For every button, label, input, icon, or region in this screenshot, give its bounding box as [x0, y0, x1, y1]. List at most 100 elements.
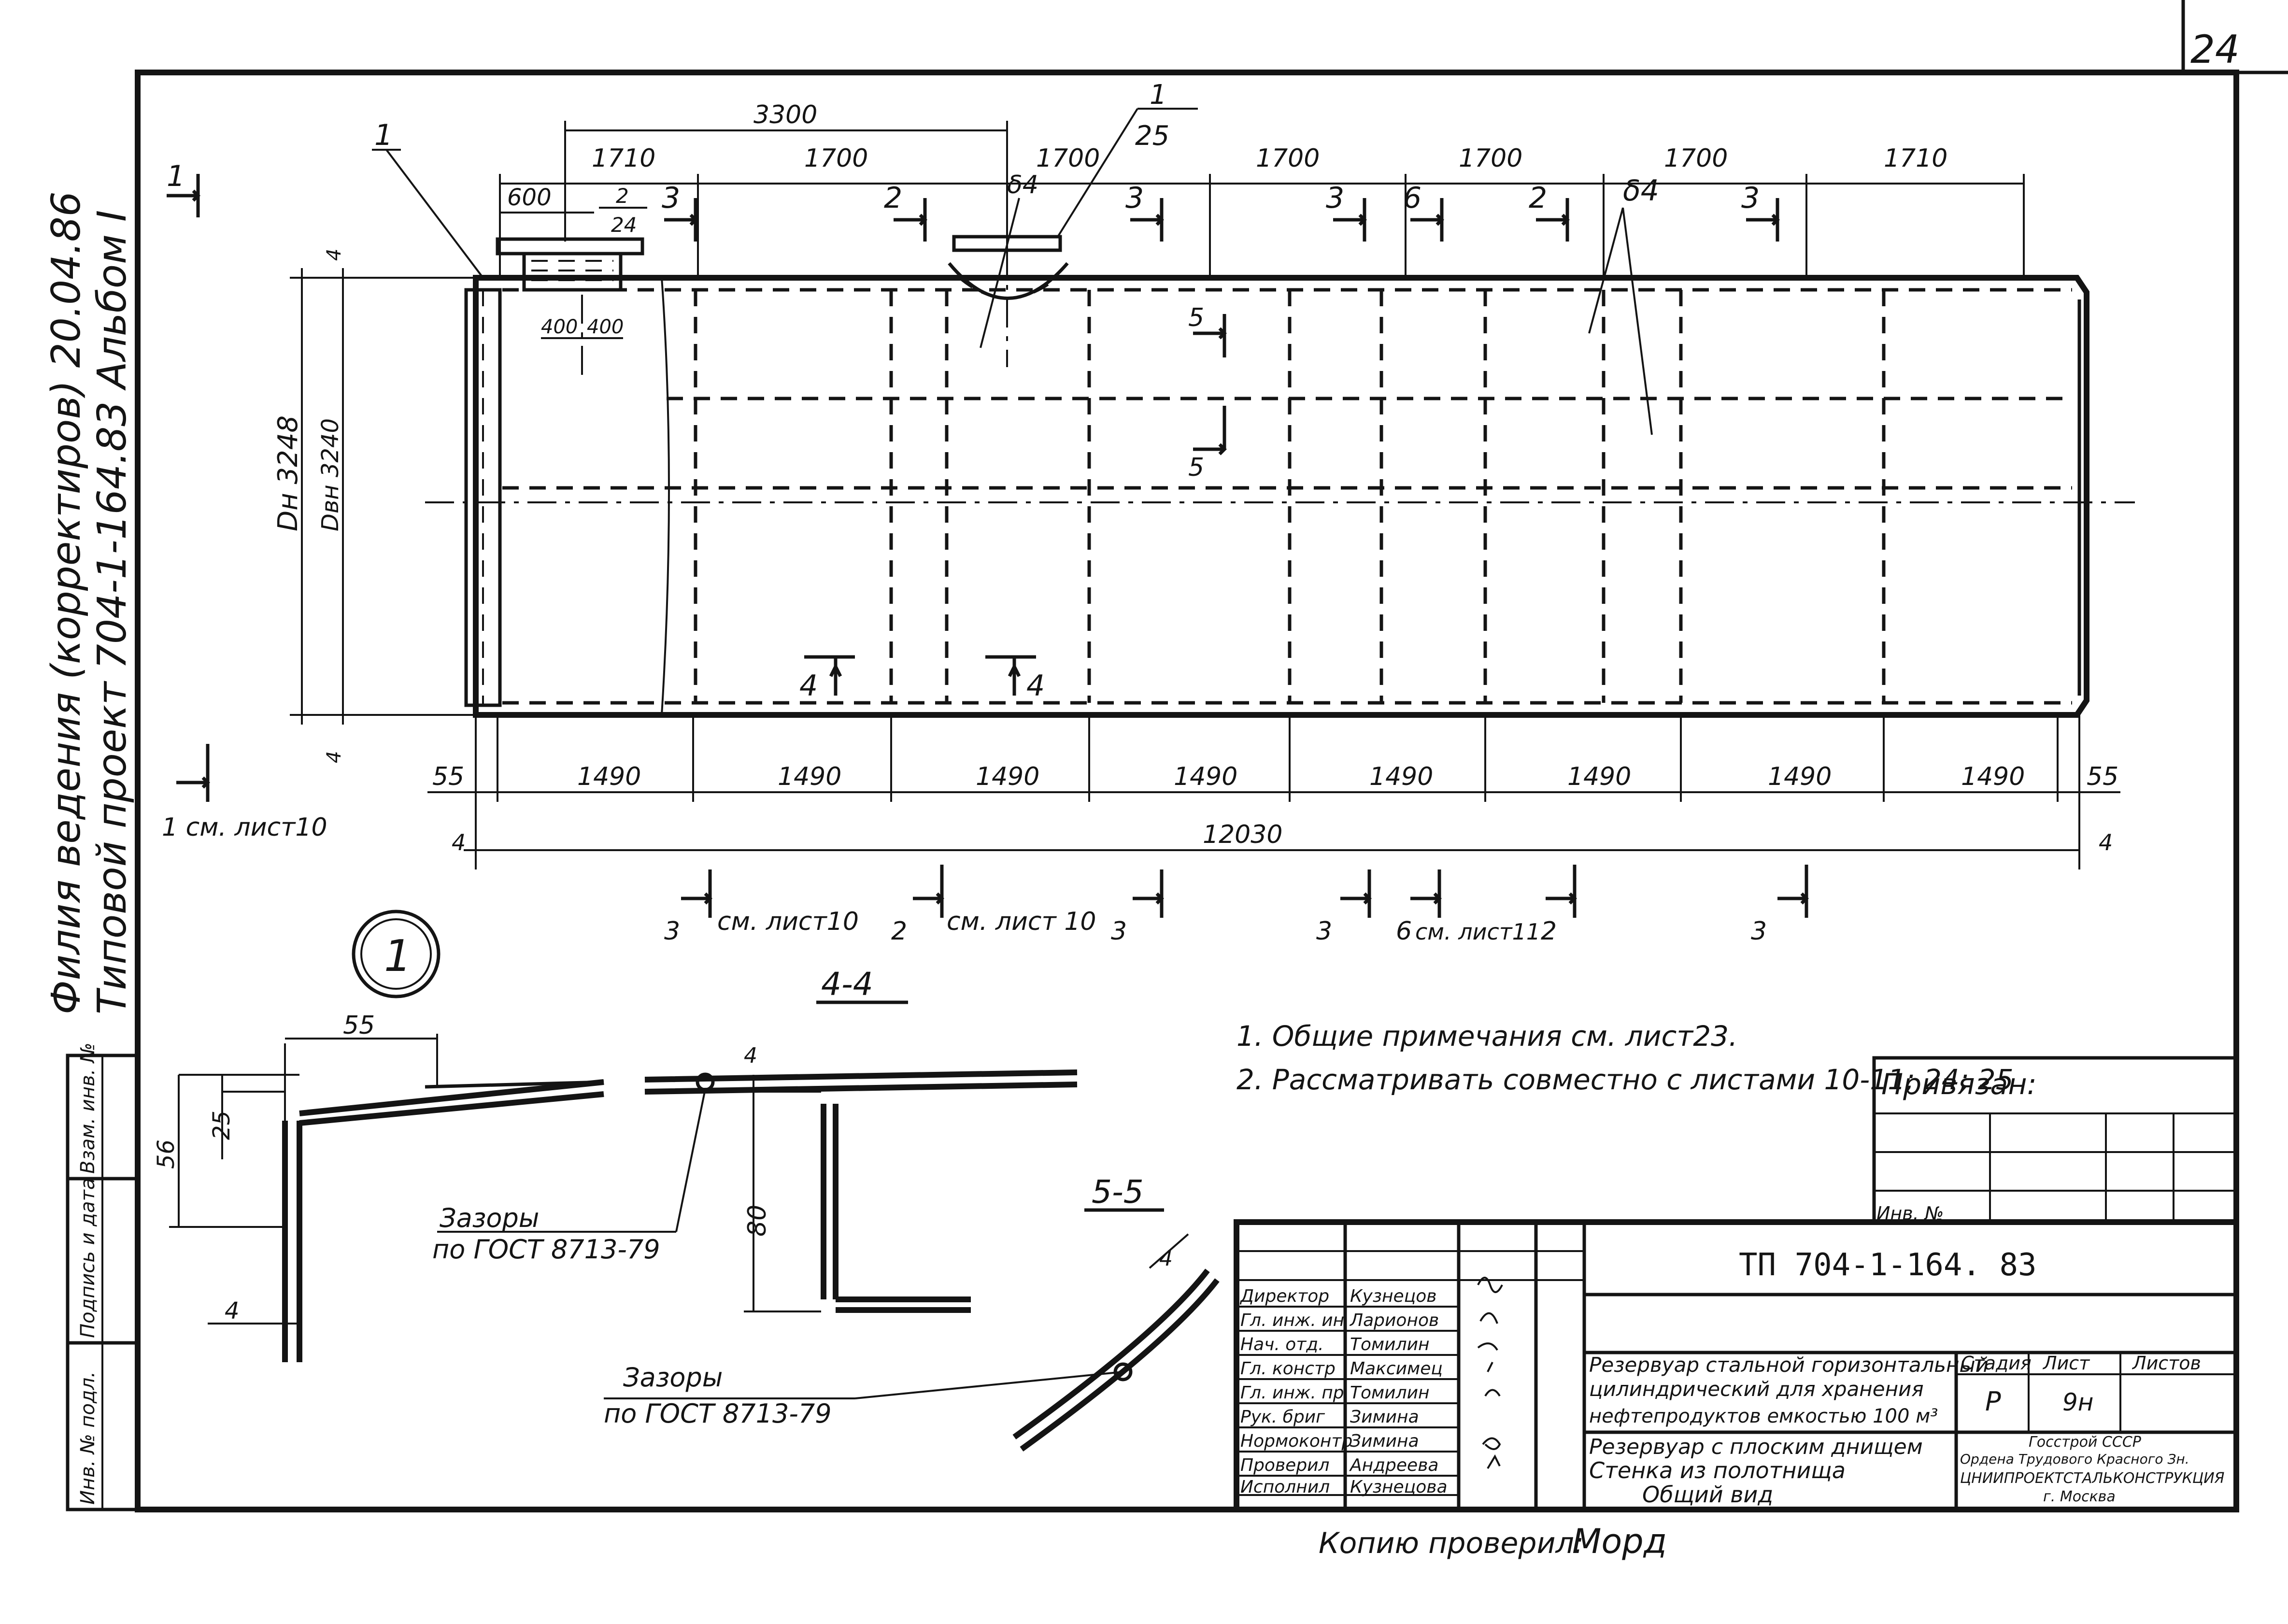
svg-text:по ГОСТ 8713-79: по ГОСТ 8713-79	[432, 1234, 660, 1265]
dim-1700-2: 1700	[1036, 144, 1100, 173]
svg-text:400: 400	[541, 316, 578, 338]
dim-dvn: Dвн 3240	[317, 418, 344, 531]
svg-text:см. лист10: см. лист10	[717, 907, 859, 936]
gaps-label-44: Зазоры	[440, 1203, 539, 1233]
svg-text:55: 55	[2087, 762, 2118, 791]
svg-text:2: 2	[891, 917, 907, 946]
copy-check: Копию проверил: Морд	[1319, 1522, 1667, 1561]
stage-value: Р	[1985, 1386, 2001, 1417]
svg-text:см. лист 10: см. лист 10	[947, 907, 1096, 936]
copy-check-signature: Морд	[1572, 1522, 1667, 1561]
svg-text:Гл. инж. пр: Гл. инж. пр	[1240, 1383, 1344, 1403]
archive-note: Филия ведения (корректиров) 20.04.86	[43, 191, 89, 1014]
svg-text:Гл. инж. ин: Гл. инж. ин	[1240, 1311, 1344, 1330]
dim-1700-1: 1700	[804, 144, 868, 173]
svg-text:1490: 1490	[1174, 762, 1237, 791]
copy-check-label: Копию проверил:	[1319, 1526, 1584, 1560]
dim-1700-4: 1700	[1459, 144, 1522, 173]
section-4-4-title: 4-4	[821, 966, 873, 1003]
svg-text:3: 3	[664, 917, 680, 946]
svg-text:56: 56	[153, 1140, 180, 1169]
svg-text:Ордена Трудового Красного Зн.: Ордена Трудового Красного Зн.	[1960, 1451, 2189, 1467]
svg-text:Гл. констр: Гл. констр	[1240, 1359, 1336, 1379]
gaps-label-55: Зазоры	[623, 1362, 723, 1393]
svg-text:3: 3	[1316, 917, 1332, 946]
svg-text:5: 5	[1188, 453, 1204, 482]
svg-text:Томилин: Томилин	[1350, 1335, 1430, 1354]
delta-small: δ4	[1007, 171, 1038, 199]
svg-text:3: 3	[1326, 181, 1344, 215]
svg-text:по ГОСТ 8713-79: по ГОСТ 8713-79	[604, 1398, 832, 1429]
shell-outline	[473, 275, 2089, 718]
svg-text:ЦНИИПРОЕКТСТАЛЬКОНСТРУКЦИЯ: ЦНИИПРОЕКТСТАЛЬКОНСТРУКЦИЯ	[1960, 1470, 2225, 1487]
svg-text:1490: 1490	[1567, 762, 1631, 791]
svg-text:Нормоконтр: Нормоконтр	[1240, 1431, 1352, 1451]
svg-text:3: 3	[1751, 917, 1767, 946]
detail-1-label: 1	[384, 931, 412, 982]
svg-text:4: 4	[452, 829, 466, 855]
svg-text:цилиндрический для хранения: цилиндрический для хранения	[1589, 1377, 1924, 1401]
svg-text:Директор: Директор	[1239, 1286, 1329, 1306]
svg-text:4: 4	[323, 249, 345, 261]
note-1: 1. Общие примечания см. лист23.	[1236, 1020, 1737, 1053]
project-label: Типовой проект 704-1-164.83 Альбом I	[89, 210, 135, 1014]
sec-1-note: 1 см. лист10	[162, 813, 327, 842]
svg-text:Максимец: Максимец	[1350, 1359, 1443, 1379]
dim-1700-5: 1700	[1664, 144, 1728, 173]
svg-text:Кузнецов: Кузнецов	[1350, 1286, 1436, 1306]
svg-text:Проверил: Проверил	[1240, 1455, 1330, 1475]
svg-text:55: 55	[432, 762, 464, 791]
svg-text:Томилин: Томилин	[1350, 1383, 1430, 1403]
detail-1-circle	[352, 910, 441, 998]
section-4-4: 4-4 Зазоры по ГОСТ 8713-79 4 80	[432, 966, 1078, 1313]
svg-text:Стенка из полотнища: Стенка из полотнища	[1589, 1457, 1846, 1483]
svg-text:2: 2	[1541, 917, 1557, 946]
svg-text:4: 4	[2099, 829, 2113, 855]
dim-3300: 3300	[753, 100, 817, 129]
sheet-value: 9н	[2062, 1388, 2094, 1416]
svg-text:55: 55	[343, 1011, 375, 1040]
svg-text:1490: 1490	[1961, 762, 2025, 791]
dim-12030: 12030	[1203, 820, 1282, 849]
svg-text:Лист: Лист	[2042, 1353, 2090, 1374]
page-number: 24	[2190, 27, 2240, 72]
svg-text:Госстрой СССР: Госстрой СССР	[2029, 1434, 2142, 1451]
svg-text:см. лист11: см. лист11	[1415, 919, 1540, 945]
sec-1-top: 1	[167, 159, 185, 193]
svg-text:Зимина: Зимина	[1350, 1431, 1419, 1451]
section-5-5-title: 5-5	[1092, 1173, 1144, 1211]
callout-detail-1-left: 1	[374, 118, 393, 152]
dim-1710-left: 1710	[592, 144, 655, 173]
svg-text:5: 5	[1188, 303, 1204, 332]
svg-text:6: 6	[1396, 917, 1412, 946]
svg-text:24: 24	[611, 213, 637, 237]
dim-600: 600	[507, 184, 552, 211]
svg-text:25: 25	[208, 1111, 235, 1140]
left-margin: Филия ведения (корректиров) 20.04.86 Тип…	[43, 191, 140, 1511]
margin-field-inv: Инв. № подл.	[77, 1371, 99, 1505]
svg-text:3: 3	[662, 181, 680, 215]
svg-text:Стадия: Стадия	[1961, 1353, 2032, 1374]
svg-text:2: 2	[884, 181, 902, 215]
svg-text:80: 80	[743, 1205, 772, 1237]
svg-text:4: 4	[799, 669, 818, 703]
svg-text:Ларионов: Ларионов	[1349, 1311, 1439, 1330]
svg-text:Резервуар стальной горизонталь: Резервуар стальной горизонтальный	[1589, 1353, 1989, 1377]
svg-text:Андреева: Андреева	[1349, 1455, 1438, 1475]
svg-text:1490: 1490	[778, 762, 841, 791]
dim-1710-right: 1710	[1884, 144, 1947, 173]
svg-text:Нач. отд.: Нач. отд.	[1240, 1335, 1324, 1354]
binding-label: Привязан:	[1881, 1068, 2037, 1101]
svg-text:3: 3	[1741, 181, 1760, 215]
svg-text:400: 400	[587, 316, 624, 338]
svg-text:2: 2	[616, 184, 629, 208]
svg-text:Резервуар с плоским днищем: Резервуар с плоским днищем	[1589, 1435, 1923, 1459]
callout-detail-1-right: 1	[1150, 79, 1167, 111]
designation: ТП 704-1-164. 83	[1739, 1247, 2037, 1283]
notes: 1. Общие примечания см. лист23. 2. Рассм…	[1236, 1020, 2014, 1096]
detail-node-1: 1 55 25 56 4	[153, 910, 604, 1362]
title-block: ТП 704-1-164. 83 Директор Кузнецов Гл. и…	[1234, 1219, 2239, 1512]
svg-text:6: 6	[1403, 181, 1421, 215]
svg-text:1490: 1490	[976, 762, 1039, 791]
binding-box: Привязан: Инв. №	[1872, 1056, 2238, 1224]
